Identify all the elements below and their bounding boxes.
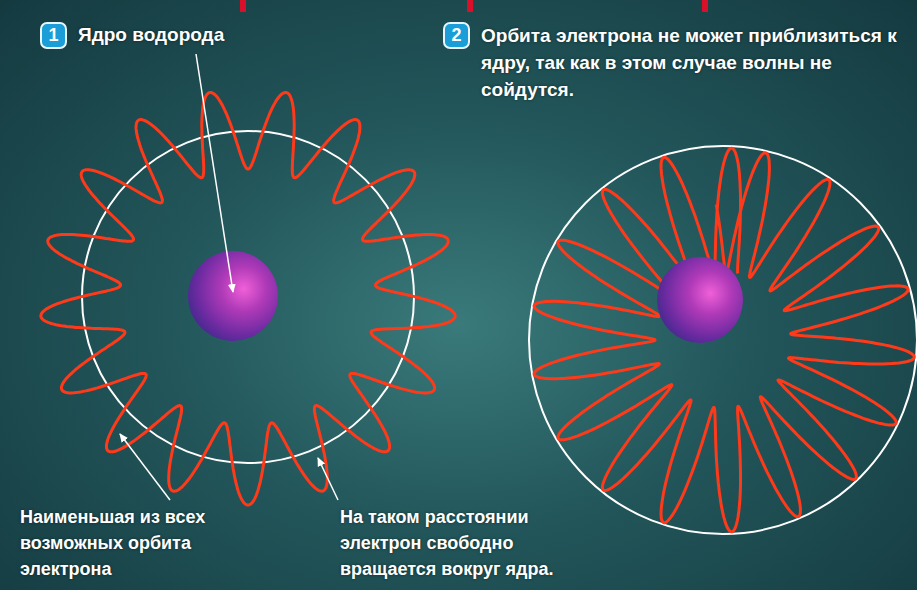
orbit-circle [82,131,414,463]
leader-line [120,434,170,500]
note-text: Орбита электрона не может приблизиться к… [481,22,906,103]
callout-number: 1 [40,22,67,49]
note-text: Наименьшая из всех возможных орбита элек… [20,504,238,582]
part-label: Ядро водорода [78,22,378,48]
leader-line [196,54,233,292]
electron-wave [41,93,455,506]
nucleus [657,257,743,343]
orbit-circle [529,146,917,534]
electron-wave [534,148,914,532]
top-mark [467,0,473,12]
note-text: На таком расстоянии электрон свободно вр… [340,504,590,582]
leader-line [318,458,338,500]
top-mark [240,0,246,12]
callout-number: 2 [443,22,470,49]
nucleus [188,251,278,341]
top-mark [702,0,708,12]
